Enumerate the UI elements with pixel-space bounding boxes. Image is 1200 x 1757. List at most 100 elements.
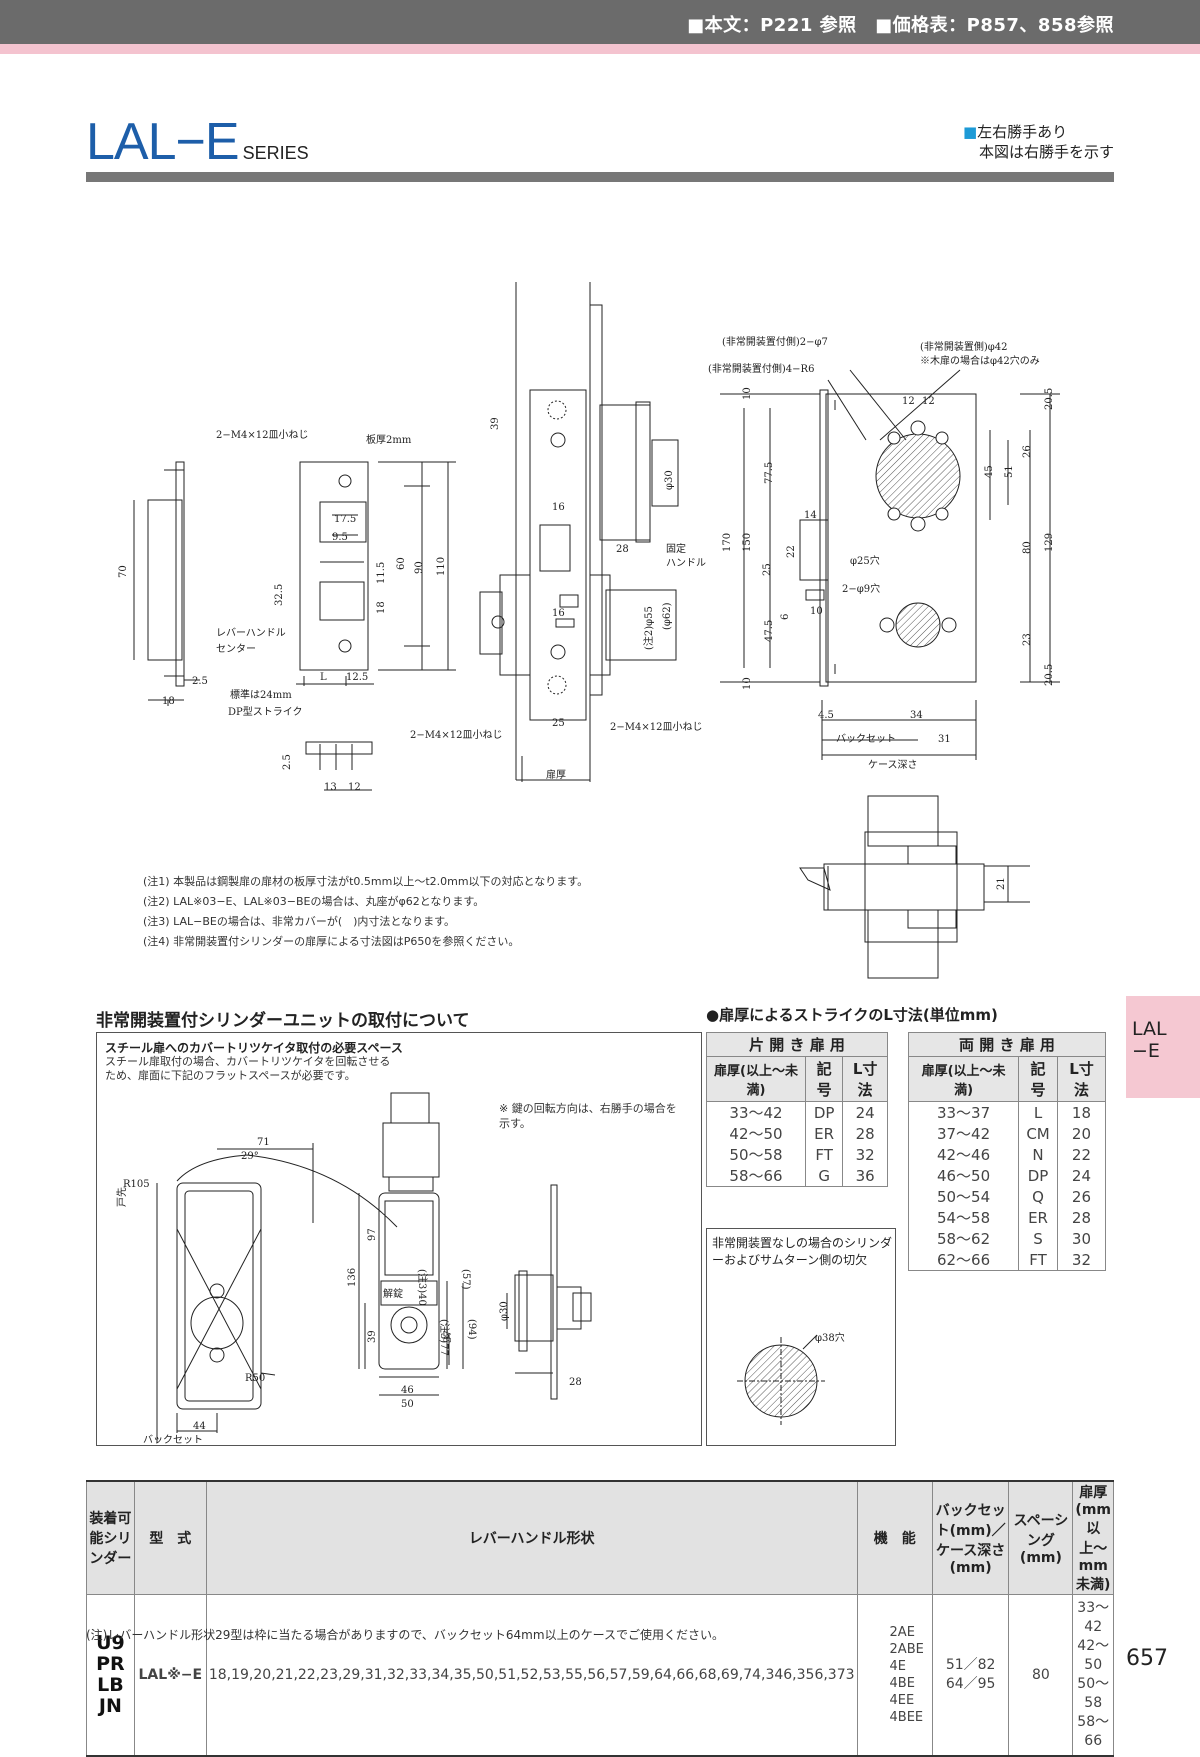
label-fixed-handle2: ハンドル bbox=[666, 558, 706, 569]
function-item: 2ABE bbox=[889, 1642, 924, 1657]
strike-section-title: ●扉厚によるストライクのL寸法(単位mm) bbox=[706, 1006, 998, 1024]
dim-20-5a: 20.5 bbox=[1044, 388, 1055, 410]
dim-12d: 12 bbox=[922, 396, 935, 407]
hand-note-line2: 本図は右勝手を示す bbox=[978, 143, 1114, 161]
hand-note-line1: 左右勝手あり bbox=[977, 123, 1068, 141]
cutout-drawing: φ38穴 bbox=[737, 1331, 845, 1425]
label-screw-bottom-right: 2−M4×12皿小ねじ bbox=[610, 721, 702, 733]
cell: 28 bbox=[842, 1123, 888, 1144]
label-phi9: 2−φ9穴 bbox=[842, 582, 880, 595]
footnote: (注)レバーハンドル形状29型は枠に当たる場合がありますので、バックセット64m… bbox=[86, 1628, 724, 1642]
dim-11-5: 11.5 bbox=[376, 562, 387, 584]
cylinder-pr: PR bbox=[96, 1653, 125, 1675]
cylinder-u9: U9 bbox=[96, 1632, 125, 1654]
note-4: (注4) 非常開装置付シリンダーの扉厚による寸法図はP650を参照ください。 bbox=[143, 935, 520, 948]
dim-10b: 10 bbox=[742, 677, 753, 690]
dim-10a: 10 bbox=[742, 387, 753, 400]
dim-2-5b: 2.5 bbox=[282, 754, 293, 770]
door-item: 58〜66 bbox=[1077, 1714, 1110, 1749]
label-plate-thickness: 板厚2mm bbox=[366, 433, 412, 446]
dim-70: 70 bbox=[118, 565, 129, 578]
label-screw-top: 2−M4×12皿小ねじ bbox=[216, 429, 308, 441]
cyl-phi30: φ30 bbox=[499, 1301, 510, 1321]
cell-model: LAL※−E bbox=[133, 1594, 207, 1757]
cell: 58〜62 bbox=[907, 1228, 1020, 1249]
dim-23: 23 bbox=[1022, 633, 1033, 646]
cell: FT bbox=[804, 1144, 844, 1165]
cell-functions: 2AE 2ABE 4E 4BE 4EE 4BEE bbox=[856, 1594, 933, 1757]
header-bar: ■本文：P221 参照 ■価格表：P857、858参照 bbox=[0, 0, 1200, 44]
notes: (注1) 本製品は鋼製扉の扉材の板厚寸法がt0.5mm以上〜t2.0mm以下の対… bbox=[143, 872, 588, 952]
cell: 46〜50 bbox=[907, 1165, 1020, 1186]
cell: L bbox=[1018, 1101, 1058, 1123]
label-backset: バックセット bbox=[836, 733, 896, 745]
cell: DP bbox=[1018, 1165, 1058, 1186]
cutout-text: 非常開装置なしの場合のシリンダーおよびサムターン側の切欠 bbox=[712, 1236, 893, 1267]
key-direction-note: ※ 鍵の回転方向は、右勝手の場合を示す。 bbox=[499, 1102, 677, 1130]
cell-backsets: 51／82 64／95 bbox=[931, 1594, 1010, 1757]
label-screw-bottom-left: 2−M4×12皿小ねじ bbox=[410, 729, 502, 741]
dim-9-5: 9.5 bbox=[332, 532, 348, 543]
label-phi30: φ30 bbox=[664, 470, 675, 490]
cell: S bbox=[1018, 1228, 1058, 1249]
cyl-backset: バックセット bbox=[143, 1434, 203, 1445]
cell: DP bbox=[804, 1101, 844, 1123]
label-lever-center2: センター bbox=[216, 643, 256, 655]
cell: 54〜58 bbox=[907, 1207, 1020, 1228]
cyl-d94: (94) bbox=[466, 1319, 477, 1340]
label-fixed-handle: 固定 bbox=[666, 542, 686, 555]
strike-single-col-code: 記号 bbox=[804, 1056, 844, 1102]
cell: 50〜58 bbox=[706, 1144, 806, 1165]
cyl-d39: 39 bbox=[367, 1330, 378, 1343]
bullet-icon: ■ bbox=[962, 123, 978, 141]
function-item: 4E bbox=[889, 1659, 907, 1674]
side-tab-line1: LAL bbox=[1132, 1018, 1167, 1040]
spec-col-spacing: スペーシング(mm) bbox=[1008, 1480, 1074, 1595]
cell: 26 bbox=[1056, 1186, 1107, 1207]
cell: 33〜42 bbox=[706, 1101, 806, 1123]
dim-17-5: 17.5 bbox=[334, 514, 356, 525]
page-number: 657 bbox=[1126, 1646, 1168, 1671]
dim-2-5a: 2.5 bbox=[192, 676, 208, 687]
cyl-d57: (57) bbox=[460, 1269, 471, 1290]
dim-18b: 18 bbox=[376, 601, 387, 614]
cylinder-box: スチール扉へのカバートリツケイタ取付の必要スペース スチール扉取付の場合、カバー… bbox=[96, 1032, 702, 1446]
dim-60: 60 bbox=[396, 557, 407, 570]
cell: 20 bbox=[1056, 1123, 1107, 1144]
note-3: (注3) LAL−BEの場合は、非常カバーが( )内寸法となります。 bbox=[143, 915, 455, 928]
dim-13: 13 bbox=[324, 782, 337, 793]
dim-80: 80 bbox=[1022, 541, 1033, 554]
cell-spacing: 80 bbox=[1008, 1594, 1074, 1757]
spec-col-function: 機 能 bbox=[856, 1480, 933, 1595]
spec-col-cylinder: 装着可能シリンダー bbox=[86, 1480, 135, 1595]
cell: ER bbox=[1018, 1207, 1058, 1228]
cell: 24 bbox=[842, 1101, 888, 1123]
cell: CM bbox=[1018, 1123, 1058, 1144]
cell: 58〜66 bbox=[706, 1165, 806, 1187]
dim-14: 14 bbox=[804, 510, 817, 521]
cell-door-thickness: 33〜42 42〜50 50〜58 58〜66 bbox=[1072, 1594, 1114, 1757]
main-drawing: 2−M4×12皿小ねじ 板厚2mm レバーハンドル センター 標準は24mm D… bbox=[118, 282, 1060, 979]
dim-12c: 12 bbox=[902, 396, 915, 407]
label-phi55: (注2)φ55 bbox=[642, 606, 655, 650]
cylinder-box-text: スチール扉取付の場合、カバートリツケイタを回転させるため、扉面に下記のフラットス… bbox=[105, 1055, 391, 1082]
cell: 18 bbox=[1056, 1101, 1107, 1123]
label-emg-4r6: (非常開装置付側)4−R6 bbox=[708, 362, 814, 375]
note-1: (注1) 本製品は鋼製扉の扉材の板厚寸法がt0.5mm以上〜t2.0mm以下の対… bbox=[143, 875, 589, 888]
label-phi62: (φ62) bbox=[662, 602, 673, 630]
spec-col-lever: レバーハンドル形状 bbox=[205, 1480, 858, 1595]
note-2: (注2) LAL※03−E、LAL※03−BEの場合は、丸座がφ62となります。 bbox=[143, 895, 485, 908]
cyl-d28: 28 bbox=[569, 1377, 582, 1388]
dim-26: 26 bbox=[1022, 445, 1033, 458]
cyl-d46: 46 bbox=[401, 1385, 414, 1396]
cyl-r50: R50 bbox=[245, 1373, 265, 1384]
cyl-r105: R105 bbox=[123, 1179, 150, 1190]
strike-double-header: 両 開 き 扉 用 bbox=[908, 1032, 1106, 1057]
cell: 30 bbox=[1056, 1228, 1107, 1249]
dim-51: 51 bbox=[1004, 465, 1015, 478]
